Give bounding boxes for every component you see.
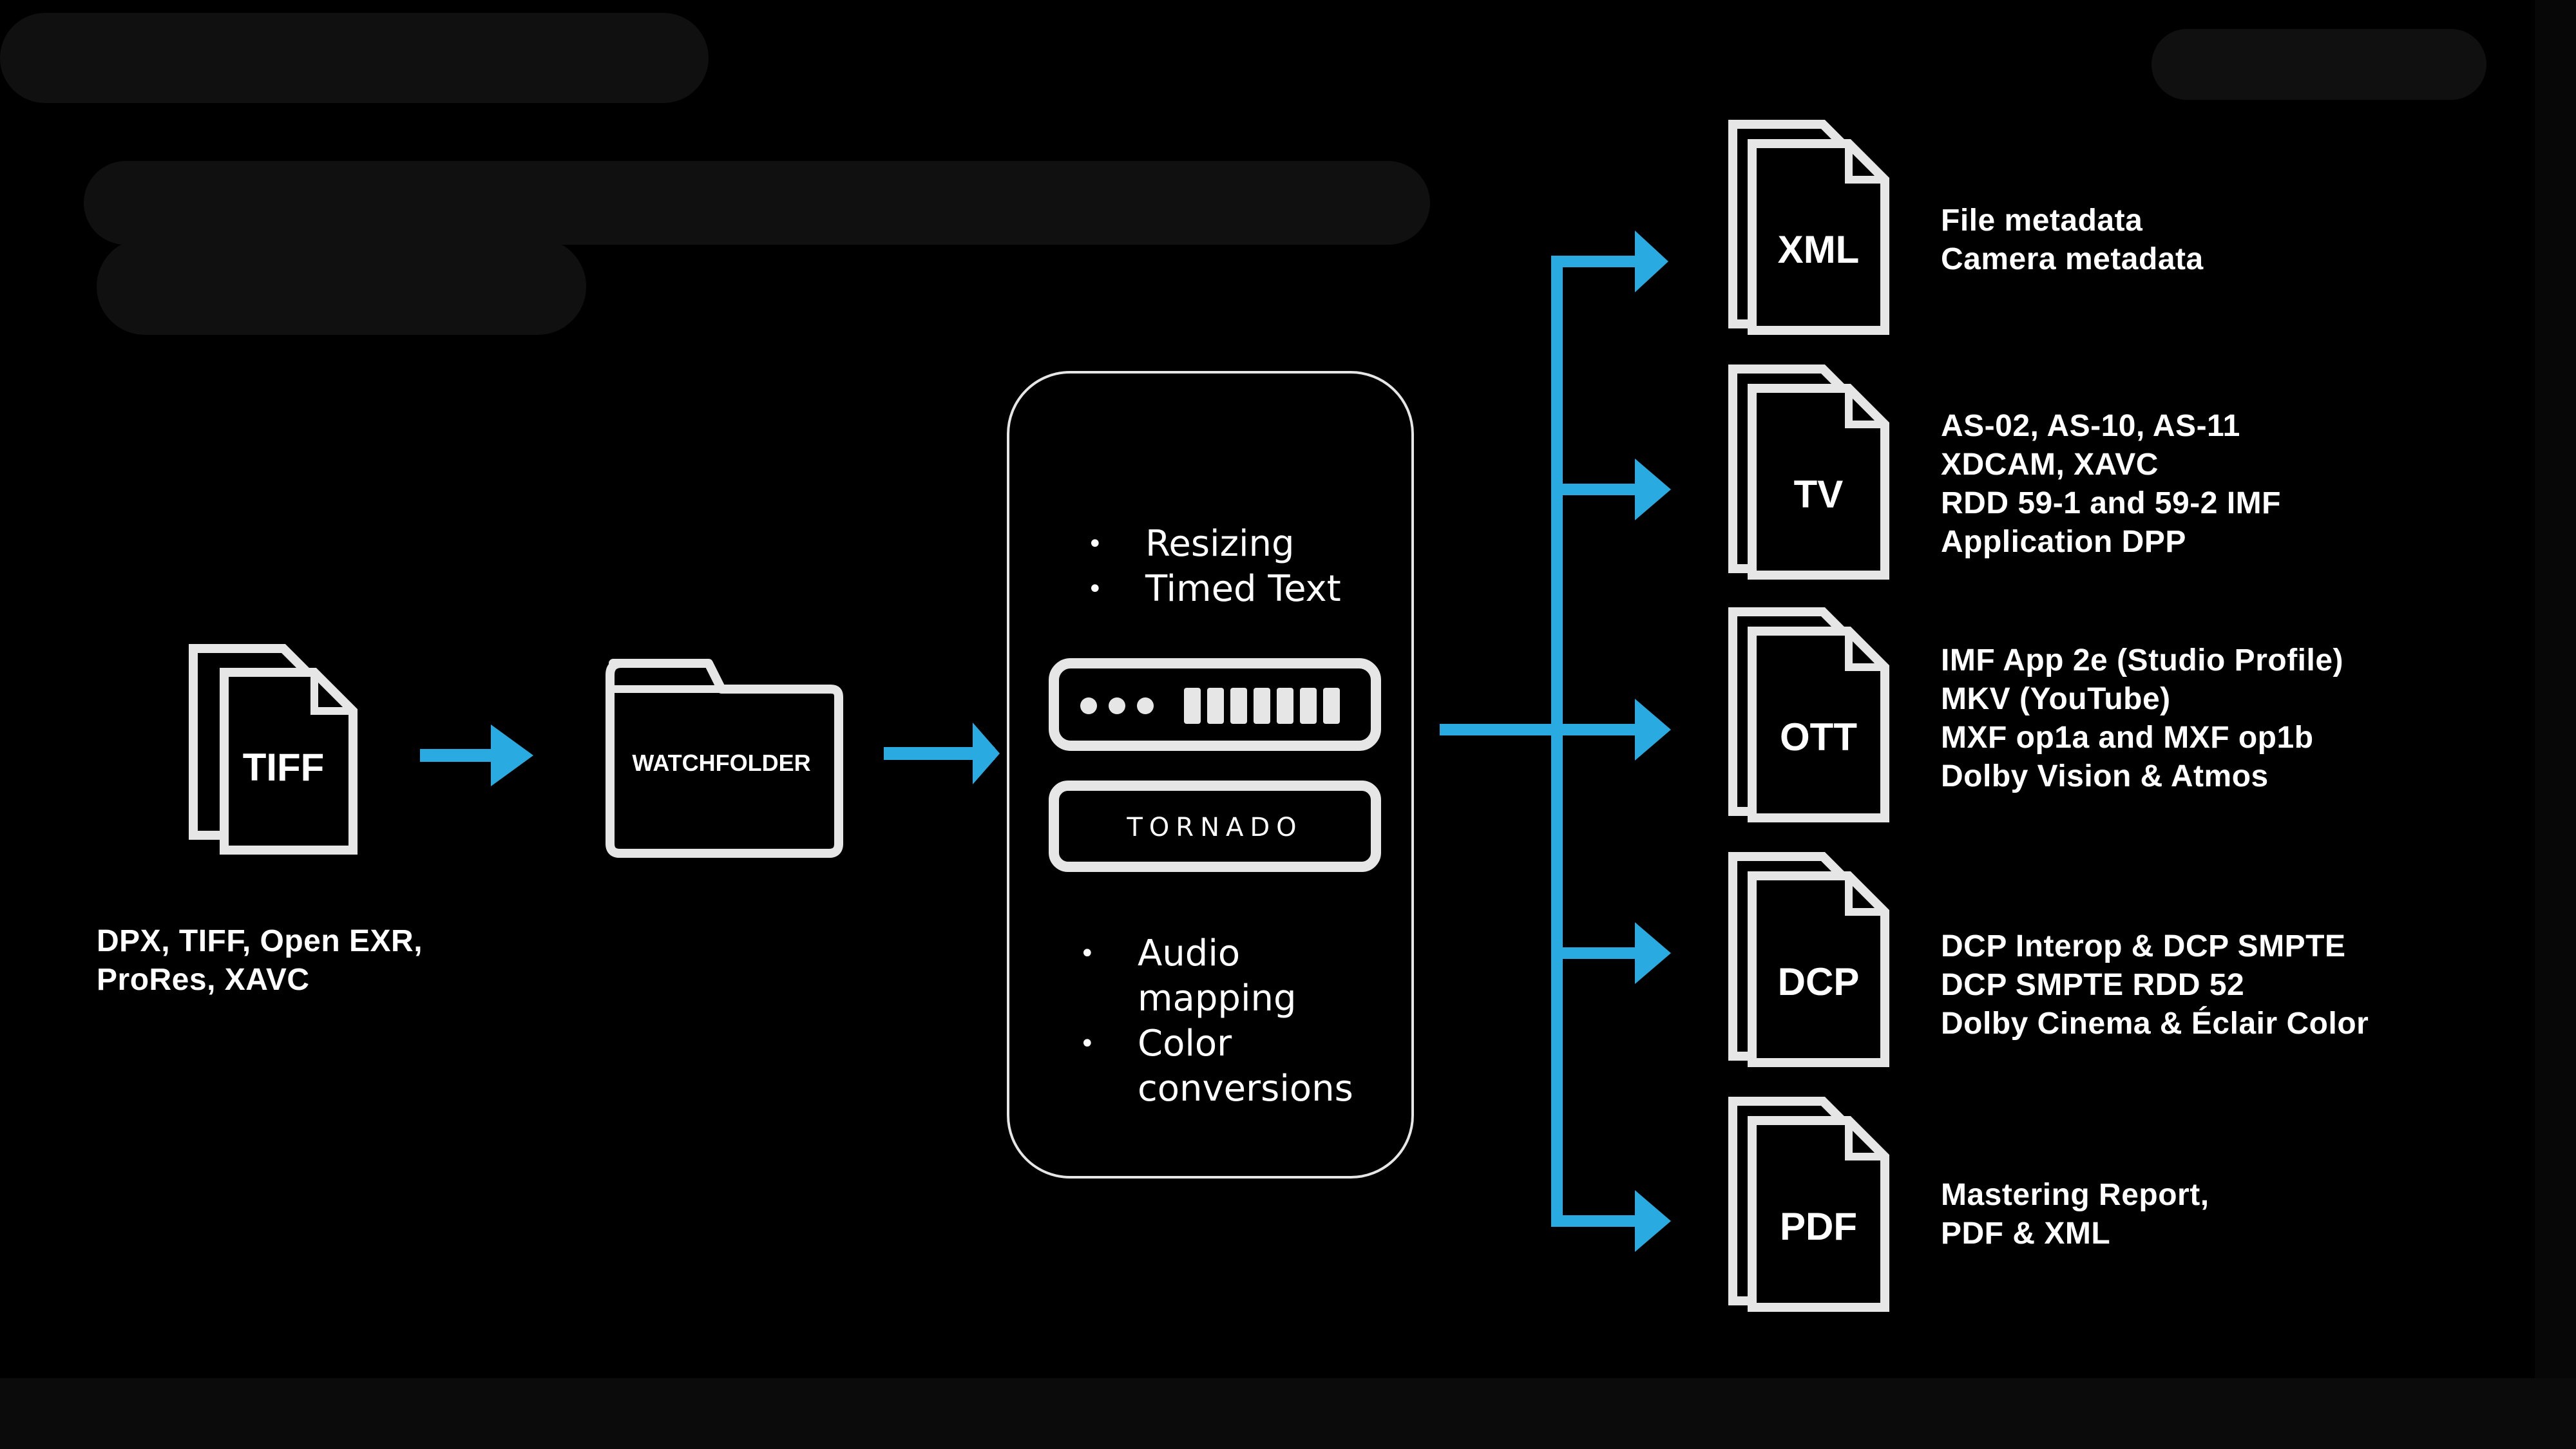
arrow-to-processor (884, 723, 1000, 784)
redaction-smudge (0, 13, 709, 103)
pdf-file-label: PDF (1780, 1205, 1857, 1248)
output-branch-connectors (1440, 231, 1671, 1252)
xml-file-label: XML (1778, 228, 1860, 271)
dcp-file-label: DCP (1778, 960, 1860, 1003)
bottom-band (0, 1378, 2576, 1449)
tv-file-label: TV (1794, 473, 1844, 516)
feature-item: Timed Text (1087, 567, 1341, 612)
redaction-smudge (97, 238, 586, 335)
redaction-smudge (2151, 29, 2486, 100)
pdf-file-icon: PDF (1728, 1097, 1889, 1312)
input-formats-text: DPX, TIFF, Open EXR, ProRes, XAVC (97, 924, 423, 997)
tornado-device-icon: TORNADO (1049, 781, 1381, 872)
output-description-pdf: Mastering Report, PDF & XML (1941, 1178, 2209, 1251)
tiff-file-label: TIFF (243, 746, 325, 789)
output-description-tv: AS-02, AS-10, AS-11 XDCAM, XAVC RDD 59-1… (1941, 409, 2281, 559)
ott-file-icon: OTT (1728, 607, 1889, 822)
arrow-to-watchfolder (420, 724, 533, 786)
device-brand-label: TORNADO (1126, 813, 1302, 842)
folder-icon: WATCHFOLDER (606, 659, 843, 858)
xml-file-icon: XML (1728, 120, 1889, 335)
tv-file-icon: TV (1728, 365, 1889, 580)
feature-item: Audio mapping (1080, 931, 1353, 1021)
output-description-dcp: DCP Interop & DCP SMPTE DCP SMPTE RDD 52… (1941, 929, 2369, 1041)
watchfolder-label: WATCHFOLDER (632, 750, 810, 776)
dcp-file-icon: DCP (1728, 852, 1889, 1067)
tiff-file-icon: TIFF (189, 644, 358, 855)
device-unit-icon (1049, 658, 1381, 751)
feature-item: Resizing (1087, 522, 1341, 567)
output-description-ott: IMF App 2e (Studio Profile) MKV (YouTube… (1941, 643, 2344, 793)
redaction-smudge (84, 161, 1430, 245)
edge-band (2535, 0, 2576, 1378)
ott-file-label: OTT (1780, 715, 1857, 759)
processor-features-bottom: Audio mapping Color conversions (1080, 931, 1353, 1112)
feature-item: Color conversions (1080, 1021, 1353, 1112)
output-description-xml: File metadata Camera metadata (1941, 204, 2204, 276)
processor-features-top: Resizing Timed Text (1087, 522, 1341, 612)
